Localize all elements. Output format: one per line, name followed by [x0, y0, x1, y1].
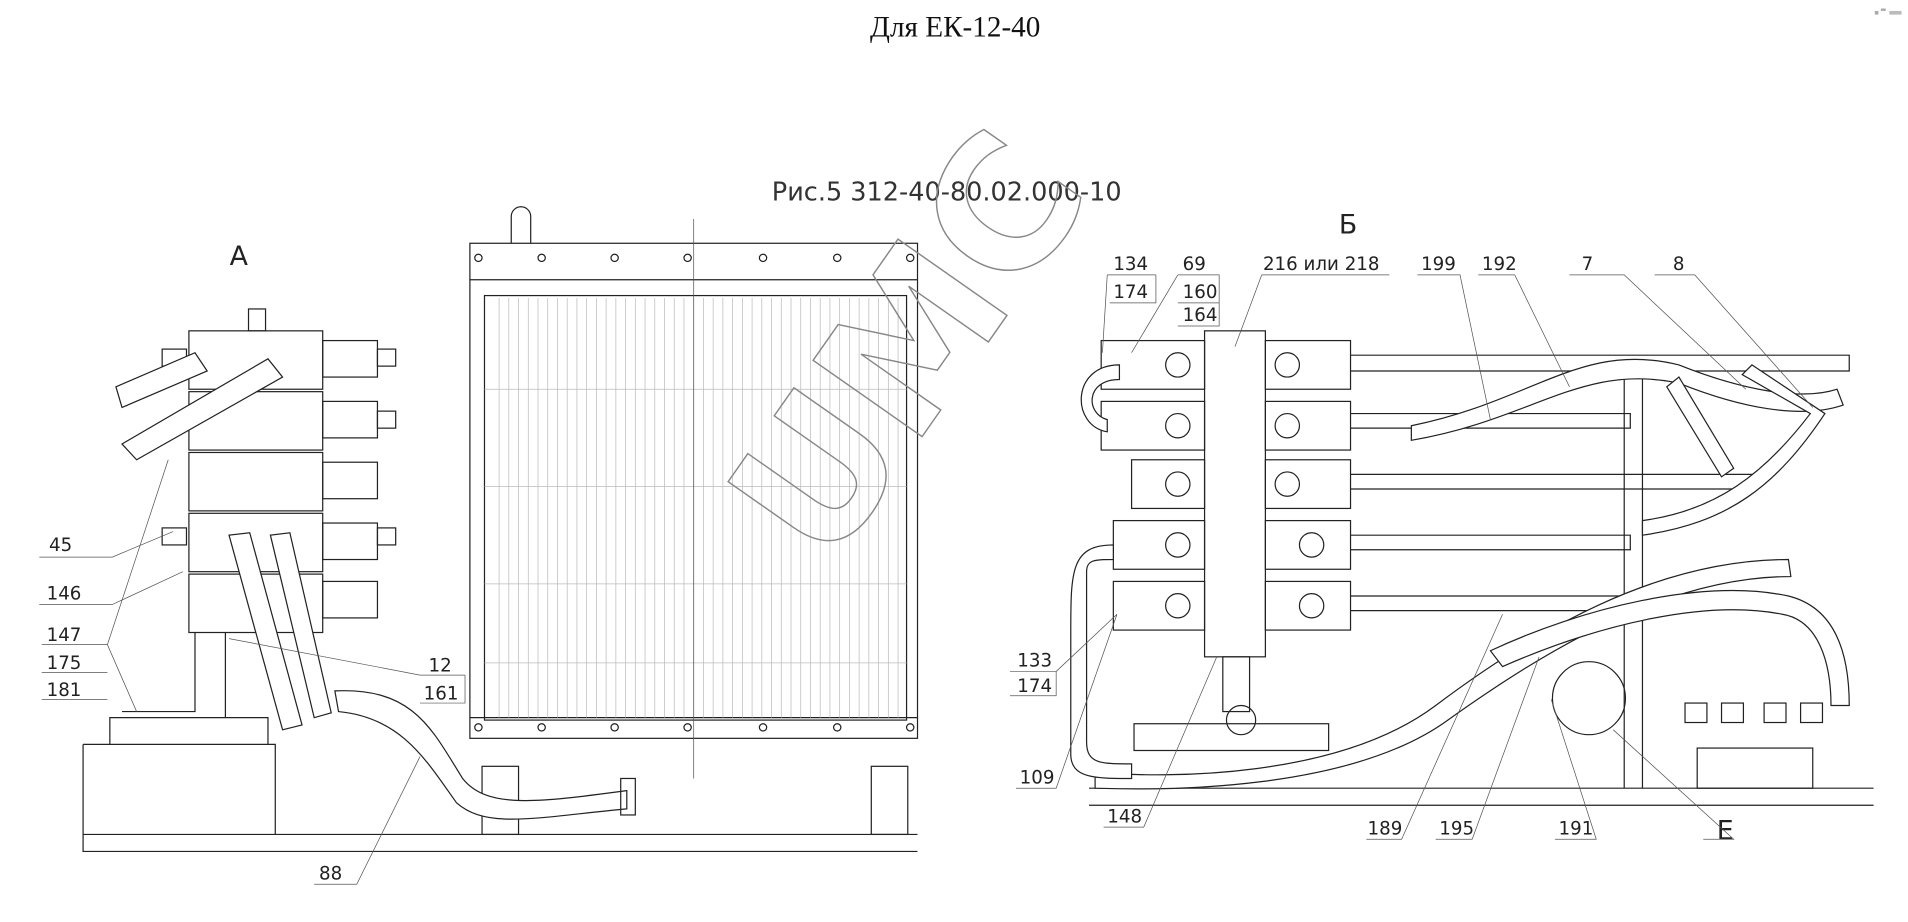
callout-199: 199 — [1421, 254, 1456, 275]
callouts-right: 134 174 69 160 164 216 или 218 199 192 7… — [1009, 254, 1814, 840]
callout-133: 133 — [1017, 651, 1052, 672]
callout-192: 192 — [1482, 254, 1517, 275]
corner-marks — [1874, 8, 1902, 15]
callout-161: 161 — [424, 683, 459, 704]
hose-88 — [334, 690, 628, 820]
view-label-a: А — [230, 241, 249, 272]
callout-160: 160 — [1183, 282, 1218, 303]
callout-134: 134 — [1113, 254, 1148, 275]
callout-195: 195 — [1439, 818, 1474, 839]
callouts-left: 45 146 147 175 181 12 161 88 — [39, 459, 466, 885]
callout-109: 109 — [1020, 767, 1055, 788]
callout-174-bottom: 174 — [1017, 676, 1052, 697]
callout-146: 146 — [47, 584, 82, 605]
callout-175: 175 — [47, 653, 82, 674]
watermark: UMC — [690, 96, 1130, 597]
callout-8: 8 — [1673, 254, 1685, 275]
callout-191: 191 — [1559, 818, 1594, 839]
callout-174-top: 174 — [1113, 282, 1148, 303]
callout-148: 148 — [1107, 806, 1142, 827]
valve-assembly-right — [1070, 330, 1874, 806]
callout-12: 12 — [429, 655, 452, 676]
callout-189: 189 — [1368, 818, 1403, 839]
base-frame-left — [82, 743, 918, 853]
view-label-e: Е — [1717, 815, 1734, 846]
callout-164: 164 — [1183, 305, 1218, 326]
callout-45: 45 — [49, 535, 72, 556]
radiator — [469, 206, 919, 779]
callout-147: 147 — [47, 625, 82, 646]
sheet-title: Для ЕК-12-40 — [870, 11, 1040, 43]
callout-216-or-218: 216 или 218 — [1263, 254, 1380, 275]
valve-stack-left — [109, 308, 397, 745]
view-label-b: Б — [1339, 210, 1357, 241]
callout-88: 88 — [319, 863, 342, 884]
callout-7: 7 — [1582, 254, 1594, 275]
callout-181: 181 — [47, 680, 82, 701]
callout-69: 69 — [1183, 254, 1206, 275]
figure-caption: Рис.5 312-40-80.02.000-10 — [772, 178, 1122, 208]
